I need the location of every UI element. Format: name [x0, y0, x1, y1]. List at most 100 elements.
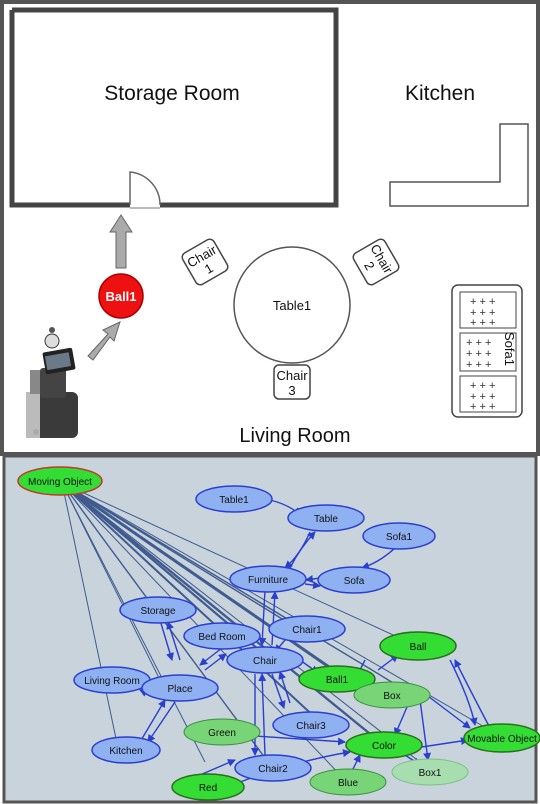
node-box-label: Box [383, 691, 400, 702]
node-chair2-shape [234, 754, 312, 782]
node-blue-label: Blue [338, 778, 358, 789]
ball1-label: Ball1 [105, 289, 136, 304]
ball1-shape [98, 273, 144, 319]
storage-room-label: Storage Room [104, 82, 239, 105]
sofa1: + + ++ + ++ + + + + ++ + ++ + + + + ++ +… [451, 284, 523, 418]
robot-icon [26, 327, 78, 438]
arrow-diagonal [87, 321, 121, 361]
node-storage-shape [119, 596, 197, 624]
node-ball: Ball [379, 631, 457, 661]
edge-red-chair2 [199, 759, 236, 776]
floor-plan-border [0, 0, 540, 456]
node-kitchen-shape [91, 736, 161, 764]
edge-red-moving [55, 474, 206, 763]
node-moving-object: Moving Object [17, 466, 103, 496]
sofa1-label: Sofa1 [502, 332, 517, 366]
node-box1-shape [391, 758, 469, 786]
edge-place-kitchen [147, 701, 176, 743]
node-living-room-label: Living Room [84, 676, 140, 687]
node-kitchen: Kitchen [91, 736, 161, 764]
sofa1-pattern: + + ++ + ++ + + + + ++ + ++ + + + + ++ +… [466, 296, 495, 413]
edge-ball-movable [449, 659, 478, 726]
chair1-shape [181, 238, 229, 286]
node-place: Place [141, 674, 219, 702]
robot-base-side [26, 392, 40, 438]
edge-color-movable [414, 737, 469, 749]
chair1: Chair 1 [181, 238, 229, 286]
living-room-label: Living Room [239, 425, 350, 447]
sofa1-cushion-3 [459, 375, 517, 413]
sofa1-cushion-2 [459, 332, 517, 372]
edge-furniture-chair [258, 589, 267, 646]
node-chair3-label: Chair3 [296, 721, 326, 732]
edge-place-storage [166, 621, 181, 661]
kitchen-label: Kitchen [405, 82, 475, 105]
node-sofa: Sofa [317, 566, 391, 594]
arrow-up [109, 214, 133, 269]
table1-shape [233, 246, 351, 364]
svg-text:+ + +: + + + [470, 380, 495, 392]
knowledge-graph: Moving Object Table1 Table Sofa1 Furnitu… [2, 454, 540, 804]
chair3-label: Chair [276, 368, 308, 383]
kitchen-counter [389, 123, 529, 207]
robot-wheel [33, 429, 39, 435]
edge-storage-place [159, 619, 174, 661]
edge-place-bedroom [204, 653, 227, 671]
node-chair2-label: Chair2 [258, 764, 288, 775]
robot-head [44, 333, 60, 349]
chair2-shape [352, 238, 400, 286]
table1-label: Table1 [273, 298, 311, 313]
edge-ball1-moving [53, 475, 346, 680]
node-sofa1: Sofa1 [362, 522, 436, 550]
node-sofa1-label: Sofa1 [386, 532, 413, 543]
node-chair1-shape [268, 615, 346, 643]
node-furniture-shape [229, 565, 307, 593]
robot-screen-display [44, 352, 72, 371]
node-bed-room: Bed Room [183, 622, 261, 650]
node-moving-object-label: Moving Object [28, 477, 92, 488]
edge-kitchen-place [139, 699, 166, 743]
node-box1: Box1 [391, 758, 469, 786]
node-ball-label: Ball [410, 642, 427, 653]
node-place-label: Place [167, 684, 192, 695]
node-movable-object-label: Movable Object [467, 734, 537, 745]
node-sofa1-shape [362, 522, 436, 550]
svg-text:+ + +: + + + [466, 348, 491, 360]
node-table1-label: Table1 [219, 495, 249, 506]
robot-body [40, 368, 66, 398]
node-kitchen-label: Kitchen [109, 746, 142, 757]
edge-box-box1 [419, 699, 432, 761]
sofa1-cushion-1 [459, 291, 517, 329]
svg-text:+ + +: + + + [466, 359, 491, 371]
node-table1-shape [195, 485, 273, 513]
node-furniture: Furniture [229, 565, 307, 593]
node-table: Table [287, 504, 365, 532]
chair3-number: 3 [288, 383, 295, 398]
node-ball1-label: Ball1 [326, 675, 349, 686]
svg-text:+ + +: + + + [466, 337, 491, 349]
edge-chair-furniture [270, 591, 279, 646]
chair3-shape [273, 364, 311, 400]
svg-text:+ + +: + + + [470, 296, 495, 308]
node-box1-label: Box1 [419, 768, 442, 779]
node-storage: Storage [119, 596, 197, 624]
node-chair1: Chair1 [268, 615, 346, 643]
node-red-label: Red [199, 783, 217, 794]
node-chair1-label: Chair1 [292, 625, 322, 636]
node-sofa-label: Sofa [344, 576, 365, 587]
node-ball-shape [379, 631, 457, 661]
node-bed-room-shape [183, 622, 261, 650]
graph-nodes: Moving Object Table1 Table Sofa1 Furnitu… [17, 466, 540, 801]
edge-bedroom-place [199, 647, 223, 666]
node-color-label: Color [372, 741, 397, 752]
node-red-shape [171, 773, 245, 801]
edge-furniture-table [289, 531, 316, 569]
node-chair-shape [226, 646, 304, 674]
edge-chair3-moving [54, 475, 321, 723]
node-storage-label: Storage [140, 606, 175, 617]
edge-chair3-chair [278, 671, 291, 704]
chair3: Chair 3 [273, 364, 311, 400]
node-ball1: Ball1 [298, 665, 376, 693]
node-place-shape [141, 674, 219, 702]
